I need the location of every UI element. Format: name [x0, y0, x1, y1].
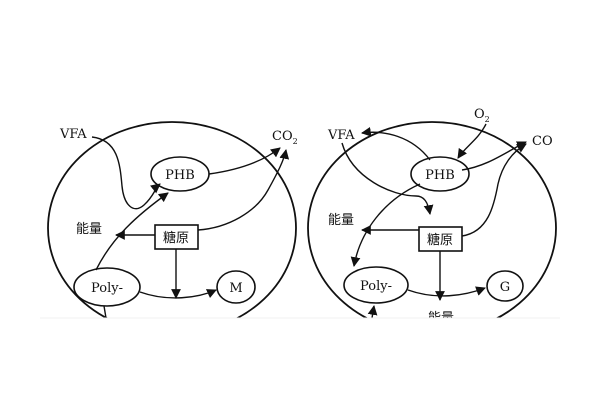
left-glycogen-label: 糖原 — [163, 230, 189, 246]
right-phb-to-co-arrow — [461, 141, 527, 171]
left-poly-to-m-arrow — [139, 289, 217, 299]
right-o2-label: O2 — [474, 107, 490, 124]
left-vfa-to-phb-arrow — [91, 136, 161, 210]
right-poly-label: Poly- — [360, 279, 392, 294]
right-panel: PHB 糖原 Poly- G VFA O2 CO 能量 能量 — [307, 107, 557, 335]
left-m-label: M — [229, 281, 242, 296]
right-g-node — [486, 270, 524, 302]
left-energy-label: 能量 — [76, 222, 102, 237]
left-vfa-label: VFA — [59, 127, 87, 142]
left-m-node — [216, 270, 256, 304]
right-phb-to-vfa-arrow — [361, 126, 431, 161]
right-phb-node — [410, 156, 470, 192]
right-g-label: G — [500, 280, 510, 295]
left-poly-node — [73, 267, 141, 307]
right-phb-to-poly-arrow — [350, 183, 421, 267]
right-glycogen-to-co-arrow — [461, 143, 527, 237]
right-energy-label: 能量 — [328, 213, 354, 228]
left-co2-label: CO2 — [272, 129, 298, 146]
left-phb-label: PHB — [165, 168, 195, 183]
right-glycogen-label: 糖原 — [427, 232, 453, 248]
right-vfa-label: VFA — [327, 128, 355, 143]
right-vfa-to-glycogen-arrow — [341, 142, 434, 215]
left-panel: PHB 糖原 Poly- M VFA CO2 能量 — [47, 121, 298, 335]
left-poly-label: Poly- — [91, 281, 123, 296]
crop-whitespace — [0, 318, 600, 400]
right-co-label: CO — [532, 134, 553, 149]
right-poly-node — [343, 266, 409, 304]
left-poly-to-phb-arrow — [95, 192, 169, 271]
right-phb-label: PHB — [425, 168, 455, 183]
left-glycogen-to-co2-arrow — [197, 149, 290, 231]
right-poly-to-g-arrow — [407, 286, 486, 297]
left-phb-to-co2-arrow — [208, 147, 281, 175]
right-o2-to-phb-arrow — [457, 123, 487, 159]
right-glycogen-node — [418, 226, 463, 252]
